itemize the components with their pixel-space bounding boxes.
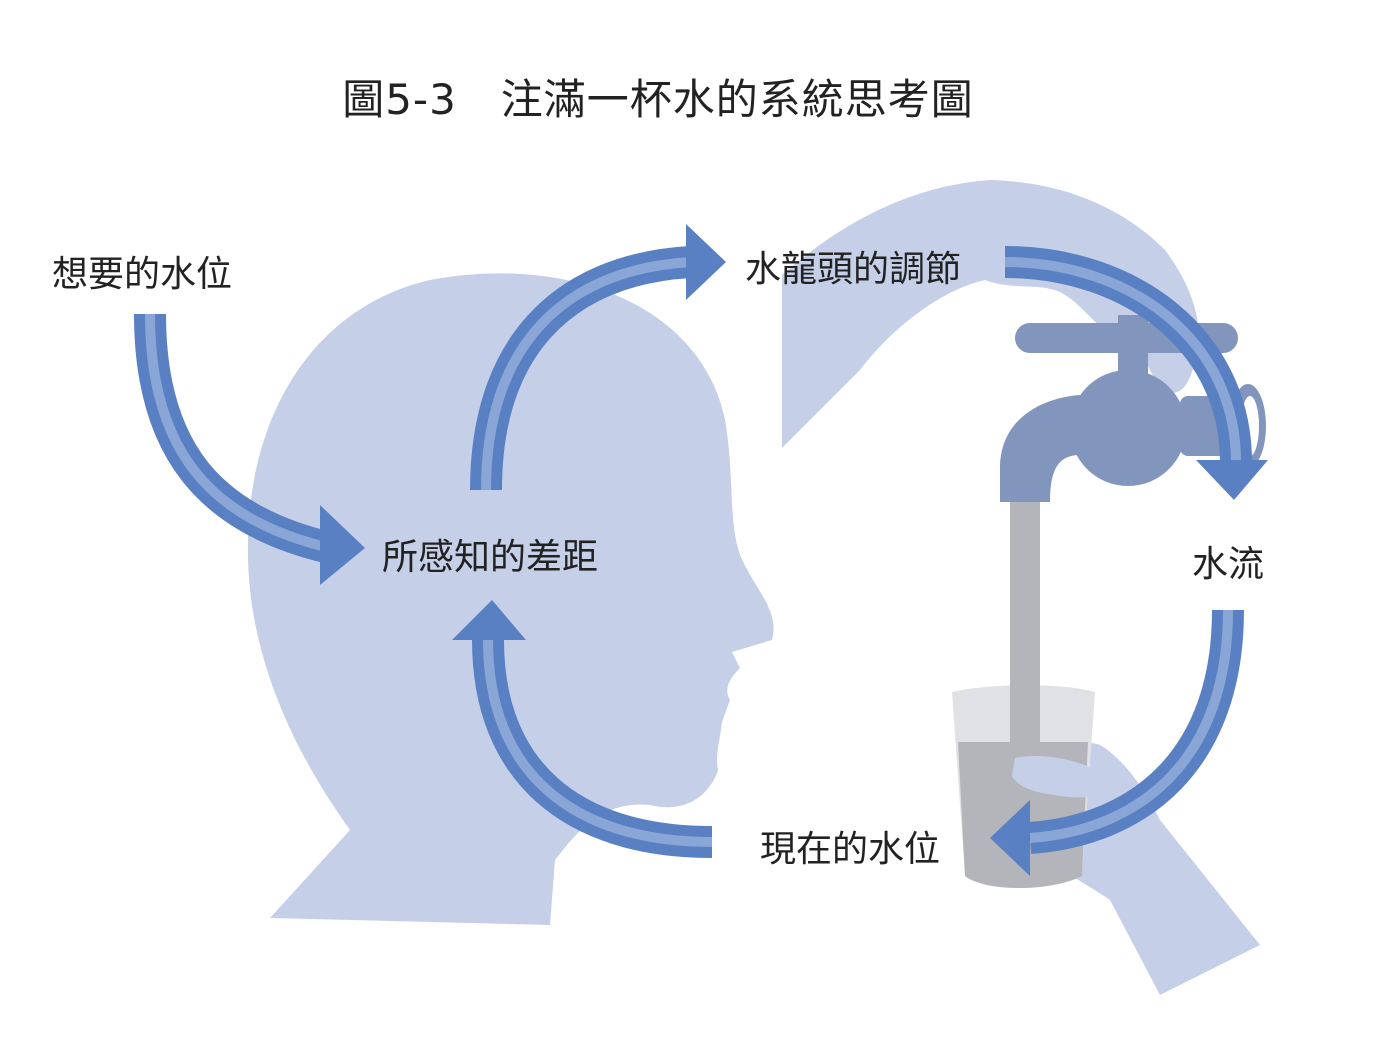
arrow-faucet-to-flow	[1004, 246, 1268, 500]
node-desired-level: 想要的水位	[52, 254, 233, 295]
head-silhouette	[247, 273, 774, 925]
node-current-level: 現在的水位	[760, 829, 941, 870]
water-stream	[1010, 502, 1040, 778]
arrow-flow-to-current	[990, 609, 1244, 876]
hand-finger-front	[1012, 756, 1111, 798]
arrow-gap-to-faucet	[470, 224, 726, 491]
figure-title-text: 注滿一杯水的系統思考圖	[500, 75, 974, 124]
arrow-current-to-gap	[452, 600, 713, 858]
arrow-desired-to-gap	[134, 313, 365, 585]
figure-number: 圖5-3	[342, 75, 457, 124]
node-water-flow: 水流	[1192, 544, 1265, 585]
hand-on-faucet	[782, 180, 1199, 448]
node-perceived-gap: 所感知的差距	[382, 537, 599, 578]
figure-title: 圖5-3 注滿一杯水的系統思考圖	[0, 66, 1310, 127]
node-faucet-adjustment: 水龍頭的調節	[745, 249, 962, 290]
